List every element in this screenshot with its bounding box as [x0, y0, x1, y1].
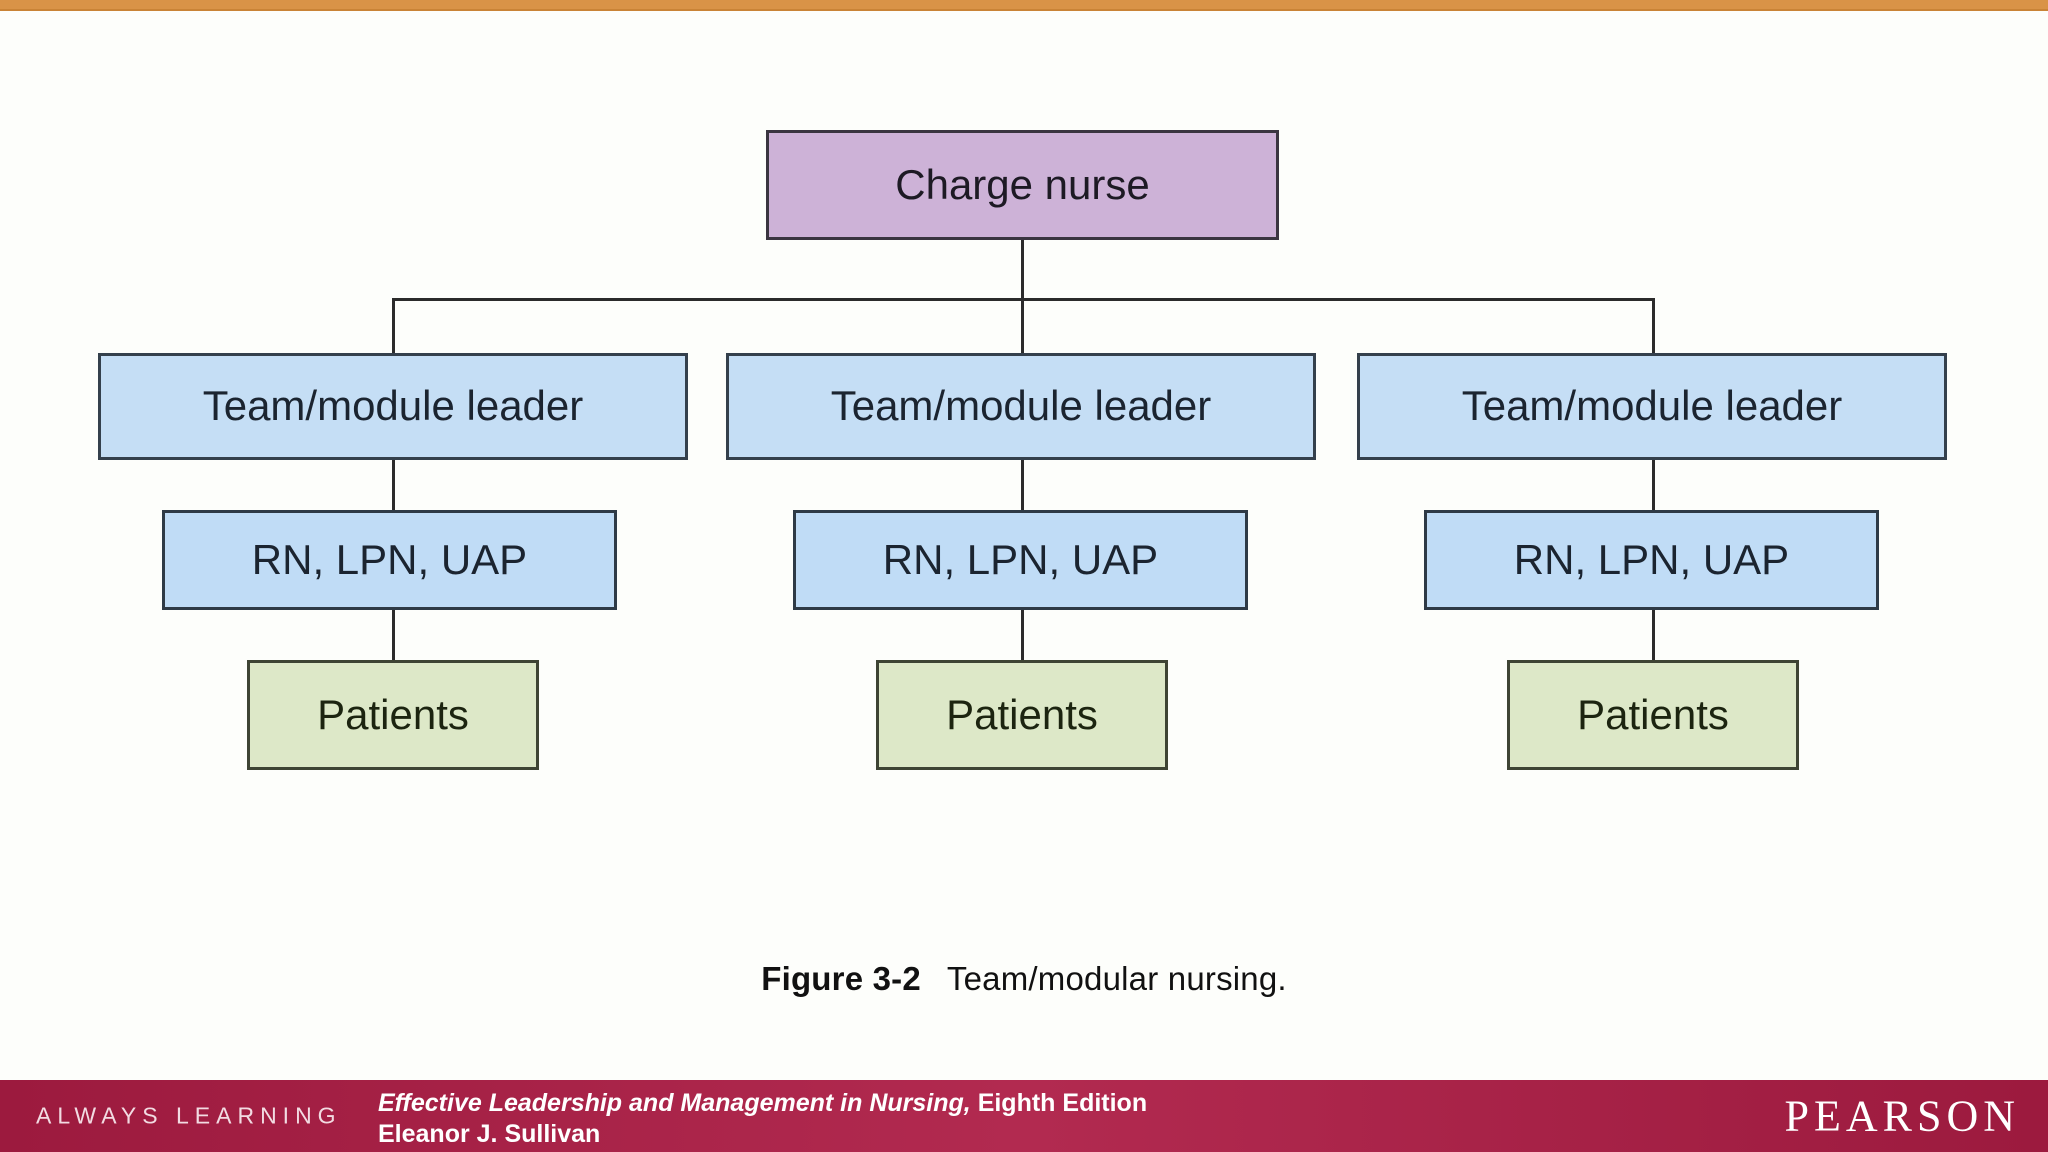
connector-staff1-to-patients1	[392, 610, 395, 660]
node-patients-3-label: Patients	[1577, 690, 1729, 738]
node-team-leader-3[interactable]: Team/module leader	[1357, 353, 1947, 460]
node-staff-2-label: RN, LPN, UAP	[882, 535, 1159, 583]
figure-caption: Figure 3-2 Team/modular nursing.	[0, 960, 2048, 998]
node-team-leader-3-label: Team/module leader	[1461, 382, 1843, 430]
node-staff-1-label: RN, LPN, UAP	[251, 535, 528, 583]
connector-team3-to-staff3	[1652, 460, 1655, 510]
connector-team1-to-staff1	[392, 460, 395, 510]
footer-bar: ALWAYS LEARNING Effective Leadership and…	[0, 1080, 2048, 1152]
connector-staff3-to-patients3	[1652, 610, 1655, 660]
node-patients-1-label: Patients	[317, 690, 469, 738]
footer-tagline: ALWAYS LEARNING	[36, 1102, 342, 1129]
node-team-leader-2-label: Team/module leader	[830, 382, 1212, 430]
connector-drop-col2	[1021, 298, 1024, 355]
node-staff-2[interactable]: RN, LPN, UAP	[793, 510, 1248, 610]
pearson-logo: PEARSON	[1784, 1091, 2020, 1141]
node-team-leader-2[interactable]: Team/module leader	[726, 353, 1316, 460]
org-chart-diagram: Charge nurse Team/module leader RN, LPN,…	[98, 130, 1947, 770]
footer-book-title: Effective Leadership and Management in N…	[378, 1089, 971, 1117]
footer-book-info: Effective Leadership and Management in N…	[378, 1088, 1147, 1149]
connector-drop-col1	[392, 298, 395, 355]
node-charge-nurse[interactable]: Charge nurse	[766, 130, 1279, 240]
node-patients-2[interactable]: Patients	[876, 660, 1168, 770]
connector-team2-to-staff2	[1021, 460, 1024, 510]
connector-charge-stem	[1021, 240, 1024, 300]
connector-staff2-to-patients2	[1021, 610, 1024, 660]
connector-drop-col3	[1652, 298, 1655, 355]
figure-title: Team/modular nursing.	[946, 960, 1287, 997]
node-patients-3[interactable]: Patients	[1507, 660, 1799, 770]
top-accent-bar	[0, 0, 2048, 11]
node-patients-2-label: Patients	[946, 690, 1098, 738]
node-patients-1[interactable]: Patients	[247, 660, 539, 770]
footer-book-edition: Eighth Edition	[977, 1089, 1148, 1117]
footer-book-author: Eleanor J. Sullivan	[378, 1119, 601, 1148]
node-staff-3[interactable]: RN, LPN, UAP	[1424, 510, 1879, 610]
figure-number: Figure 3-2	[761, 960, 921, 997]
node-charge-nurse-label: Charge nurse	[895, 160, 1150, 208]
node-team-leader-1-label: Team/module leader	[202, 382, 584, 430]
node-team-leader-1[interactable]: Team/module leader	[98, 353, 688, 460]
node-staff-3-label: RN, LPN, UAP	[1513, 535, 1790, 583]
node-staff-1[interactable]: RN, LPN, UAP	[162, 510, 617, 610]
